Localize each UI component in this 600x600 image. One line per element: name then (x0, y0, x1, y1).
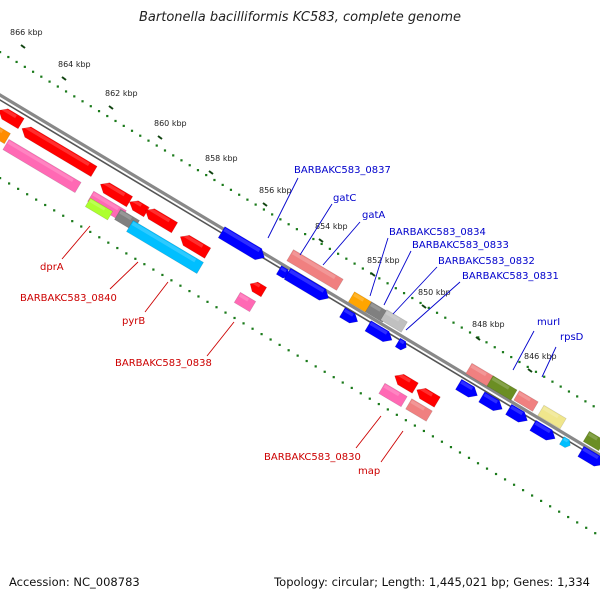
ruler-tick-label: 848 kbp (472, 320, 505, 329)
gene-arrow-orange-0834 (347, 291, 373, 313)
gene-arrow-blue-b (478, 391, 503, 412)
label-leader-line (380, 430, 404, 463)
gene-label-forward: murI (537, 317, 560, 328)
gene-arrow-salmon-muri (465, 362, 495, 388)
gene-arrow-blue-0832 (364, 320, 393, 343)
ruler-tick-mark (157, 135, 163, 140)
ruler-tick-mark (527, 368, 533, 373)
gene-arrow-pink-small (233, 291, 257, 313)
gene-arrow-red-d (179, 233, 212, 259)
gene-label-forward: gatC (333, 193, 356, 204)
label-leader-line (541, 346, 557, 378)
label-leader-line (355, 415, 382, 449)
gene-arrow-pink-b (378, 382, 408, 408)
label-leader-line (61, 225, 91, 260)
gene-label-reverse: dprA (40, 262, 64, 273)
gene-arrow-blue-gata (283, 267, 329, 301)
label-leader-line (392, 266, 438, 315)
gene-arrow-red-large (21, 124, 98, 178)
accession-text: Accession: NC_008783 (9, 575, 140, 589)
ruler-tick-label: 862 kbp (105, 89, 138, 98)
ruler-tick-mark (208, 170, 214, 175)
ruler-track: 866 kbp 864 kbp 862 kbp 860 kbp 858 kbp 856 k… (0, 28, 597, 535)
label-leader-line (267, 177, 299, 239)
gene-arrow-silver-0832 (380, 309, 408, 333)
gene-labels: BARBAKC583_0837 gatC gatA BARBAKC583_0834BA… (20, 165, 584, 477)
genome-stats-text: Topology: circular; Length: 1,445,021 bp… (274, 575, 590, 589)
gene-arrow-red-a (100, 180, 134, 208)
gene-label-forward: BARBAKC583_0834 (389, 227, 486, 238)
ruler-tick-mark (61, 76, 67, 81)
gene-label-reverse: BARBAKC583_0838 (115, 358, 212, 369)
label-leader-line (369, 237, 389, 297)
gene-arrow-red-c (145, 206, 179, 234)
gene-label-reverse: pyrB (122, 316, 145, 327)
ruler-tick-label: 864 kbp (58, 60, 91, 69)
label-leader-line (405, 281, 461, 331)
ruler-tick-label: 854 kbp (315, 222, 348, 231)
ruler-tick-mark (421, 304, 427, 309)
gene-arrow-blue-0837 (217, 226, 265, 261)
ruler-tick-mark (370, 272, 376, 277)
ruler-tick-mark (20, 44, 26, 49)
gene-arrow-blue-d (529, 419, 556, 441)
gene-arrow-red-e (394, 372, 419, 394)
inner-ruler-dots (0, 177, 597, 535)
gene-arrow-skyblue (126, 220, 204, 274)
ruler-tick-label: 858 kbp (205, 154, 238, 163)
gene-label-forward: BARBAKC583_0832 (438, 256, 535, 267)
ruler-tick-label: 866 kbp (10, 28, 43, 37)
gene-label-forward: gatA (362, 210, 385, 221)
gene-arrow-pink-large (2, 138, 82, 194)
ruler-tick-mark (108, 105, 114, 110)
gene-arrow-blue-edge (577, 445, 600, 467)
gene-arrow-blue-muri (455, 378, 478, 398)
gene-arrow-salmon-b (405, 398, 433, 422)
label-leader-line (299, 203, 333, 256)
gene-arrow-olive (486, 375, 518, 401)
label-leader-line (109, 261, 139, 290)
label-leader-line (383, 250, 412, 306)
label-leader-line (144, 281, 169, 313)
gene-arrow-cyan-small (558, 436, 571, 448)
gene-arrow-salmon-gatc (286, 249, 344, 291)
gene-arrow-blue-0834 (339, 307, 359, 324)
gene-label-forward: BARBAKC583_0831 (462, 271, 559, 282)
label-leader-line (322, 221, 361, 266)
gene-arrow-blue-0831 (394, 337, 407, 351)
ruler-tick-label: 852 kbp (367, 256, 400, 265)
ruler-tick-label: 860 kbp (154, 119, 187, 128)
ruler-tick-label: 846 kbp (524, 352, 557, 361)
gene-label-forward: rpsD (560, 332, 584, 343)
gene-arrow-red-edge (0, 106, 25, 130)
gene-arrow-red-f (416, 386, 441, 408)
gene-arrow-salmon-rpsd (513, 390, 539, 412)
label-leader-line (512, 330, 535, 371)
ruler-tick-mark (475, 336, 481, 341)
ruler-tick-mark (262, 202, 268, 207)
gene-arrow-red-b (128, 198, 150, 218)
gene-arrow-orange-edge (0, 121, 11, 145)
gene-arrow-blue-c (505, 403, 528, 423)
gene-features (0, 106, 600, 467)
outer-ruler-dots (0, 51, 595, 408)
gene-label-forward: BARBAKC583_0837 (294, 165, 391, 176)
gene-arrow-lime (84, 197, 114, 221)
ruler-tick-label: 850 kbp (418, 288, 451, 297)
ruler-tick-label: 856 kbp (259, 186, 292, 195)
gene-arrow-red-small (249, 280, 268, 298)
gene-arrow-khaki (537, 404, 567, 430)
ruler-tick-mark (318, 238, 324, 243)
map-title: Bartonella bacilliformis KC583, complete… (139, 10, 461, 25)
gene-label-reverse: BARBAKC583_0840 (20, 293, 117, 304)
gene-label-reverse: map (358, 466, 380, 477)
gene-label-forward: BARBAKC583_0833 (412, 240, 509, 251)
gene-label-reverse: BARBAKC583_0830 (264, 452, 361, 463)
label-leader-line (206, 321, 235, 357)
